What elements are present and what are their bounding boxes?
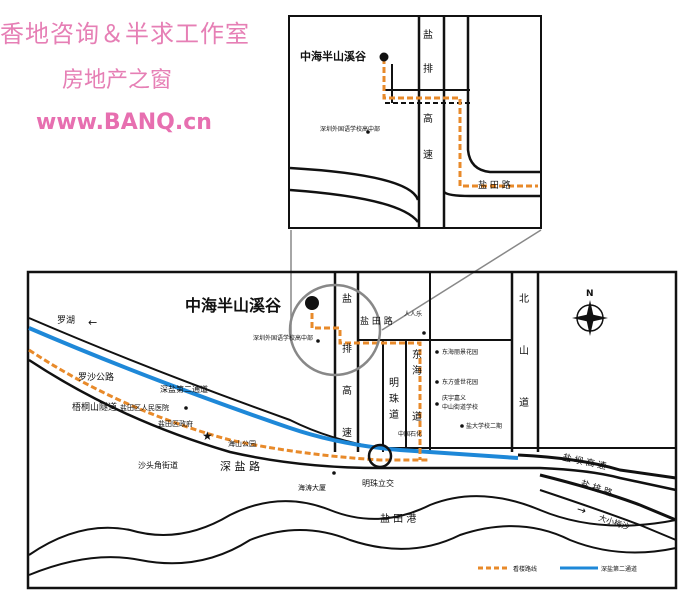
inset-road-char-1: 盐 (423, 28, 433, 41)
road-yanpai-east (539, 473, 677, 522)
main-map-frame (26, 270, 678, 590)
gov-star-icon: ★ (202, 429, 213, 443)
hospital-marker (184, 406, 188, 410)
inset-curve-1 (289, 166, 420, 201)
mingzhu-char-2: 珠 (389, 392, 399, 405)
inset-curve-2 (289, 188, 419, 223)
route-main (310, 304, 422, 460)
beishan-char-3: 道 (519, 396, 529, 409)
watermark-url: www.BANQ.cn (36, 110, 212, 135)
compass-north-label: N (586, 289, 594, 299)
inset-project-marker (379, 52, 389, 62)
compass-icon (572, 300, 608, 336)
haitao-marker (332, 471, 336, 475)
legend-blue-label: 深盐第二通道 (601, 565, 637, 573)
donghai-char-1: 东 (412, 348, 422, 361)
yanpai-road-label: 盐 排 路 (579, 477, 614, 499)
road-shenyan-2nd (28, 326, 519, 460)
haishan-park-label: 海山公园 (228, 439, 256, 448)
dongfang-label: 东方盛世花园 (442, 378, 478, 386)
inset-school-label: 深圳外国语学校高中部 (320, 125, 380, 133)
inset-road-char-2: 排 (423, 62, 433, 75)
inset-yantian-road-label: 盐 田 路 (478, 179, 511, 191)
inset-map: 中海半山溪谷 深圳外国语学校高中部 盐 排 高 速 盐 田 路 (288, 15, 542, 229)
west-arrow-icon: ← (88, 316, 97, 329)
mingzhu-interchange-marker (367, 443, 393, 469)
road-shenyan-lower (28, 358, 677, 492)
xingbu-label: 盐大学校二期 (466, 422, 502, 430)
road-yanba (517, 453, 677, 480)
yanpai-char-3: 高 (342, 384, 352, 397)
luosha-road-label: 罗沙公路 (78, 371, 114, 383)
project-label: 中海半山溪谷 (185, 296, 282, 315)
watermark-company: 香地咨询＆半求工作室 (0, 20, 250, 48)
yanpai-char-2: 排 (342, 342, 352, 355)
donghai-char-3: 道 (412, 410, 422, 423)
coastline-lower (28, 525, 677, 576)
school-main-label: 深圳外国语学校高中部 (253, 334, 313, 342)
hotel-label: 庆宇嘉义 (442, 394, 466, 402)
gov-label: 盐田区政府 (158, 419, 193, 428)
inset-road-char-4: 速 (423, 149, 433, 161)
sinopec-label: 中国石化 (398, 430, 422, 438)
watermark-window: 房地产之窗 (62, 68, 173, 93)
road-dameisha (539, 489, 677, 541)
inset-project-label: 中海半山溪谷 (300, 49, 367, 63)
east-arrow-icon: → (575, 502, 588, 517)
inset-road-yantian-2 (443, 190, 541, 198)
road-luosha (28, 317, 676, 449)
inset-road-char-3: 高 (423, 112, 433, 125)
beishan-char-1: 北 (519, 293, 529, 305)
dongfang-marker (435, 380, 439, 384)
yantian-road-main-label: 盐 田 路 (360, 315, 393, 327)
hospital-label: 盐田区人民医院 (120, 403, 169, 412)
inset-frame (288, 15, 542, 229)
shatoujiao-label: 沙头角街道 (138, 460, 178, 470)
donghai-garden-label: 东海丽景花园 (442, 348, 478, 356)
yanpai-char-1: 盐 (342, 292, 352, 305)
inset-road-yantian (466, 17, 541, 174)
mingzhu-char-1: 明 (389, 377, 399, 389)
yanpai-char-4: 速 (342, 427, 352, 439)
shenyan-2nd-upper-label: 深盐第二通道 (160, 384, 208, 394)
wutong-tunnel-label: 梧桐山隧道 (72, 401, 117, 413)
inset-route (382, 58, 538, 188)
xingbu-marker (460, 424, 464, 428)
zoom-connector-right (381, 229, 542, 331)
legend-orange-label: 看楼路线 (513, 565, 537, 573)
route-lower (28, 348, 430, 462)
school-main-marker (316, 339, 320, 343)
mingzhu-char-3: 道 (389, 408, 399, 421)
main-map: 中海半山溪谷 罗湖 ← 罗沙公路 深盐第二通道 梧桐山隧道 盐田区人民医院 盐田… (26, 270, 678, 590)
donghai-char-2: 海 (412, 364, 422, 377)
to-luohu-label: 罗湖 (57, 315, 75, 326)
zoom-circle (288, 283, 382, 377)
school2-label: 中山街道学校 (442, 403, 478, 411)
inset-school-marker (366, 130, 370, 134)
renrenle-label: 人人乐 (404, 311, 422, 318)
yantian-port-label: 盐 田 港 (380, 512, 416, 525)
shenyan-road-label: 深 盐 路 (220, 460, 260, 473)
renrenle-marker (422, 331, 426, 335)
coastline-upper (28, 495, 677, 556)
haitao-label: 海涛大厦 (298, 483, 326, 492)
beishan-char-2: 山 (519, 345, 529, 357)
school2-marker (435, 402, 439, 406)
donghai-garden-marker (435, 350, 439, 354)
mingzhu-interchange-label: 明珠立交 (362, 478, 394, 488)
project-marker (305, 296, 319, 310)
